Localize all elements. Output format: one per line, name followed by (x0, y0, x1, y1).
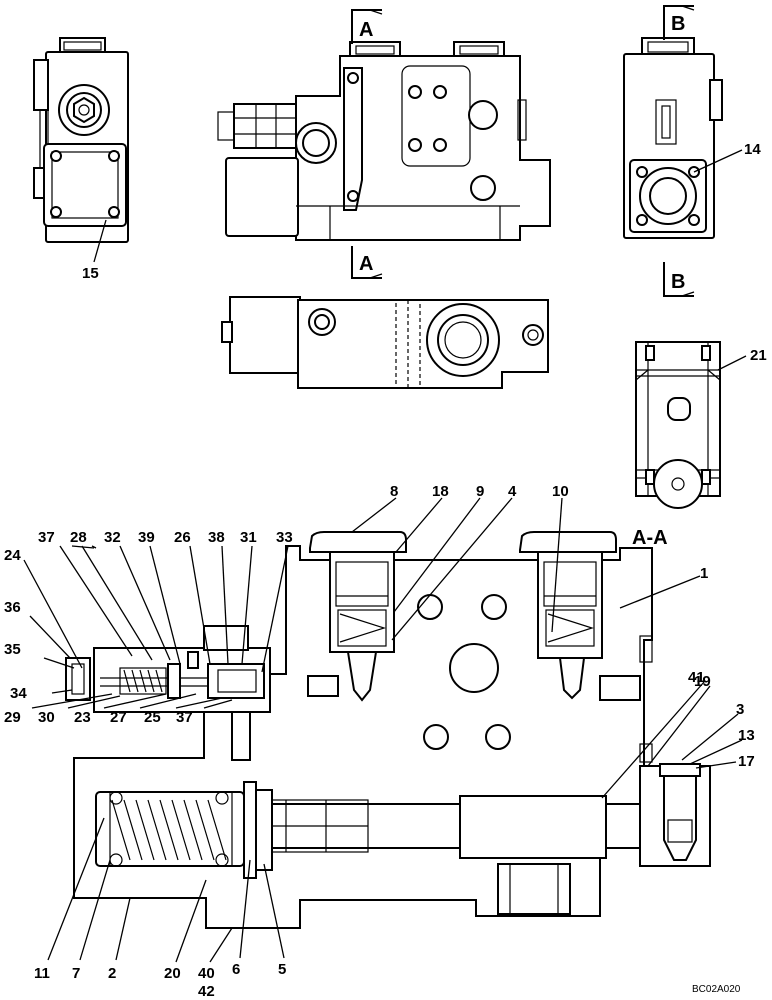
section-label-b-bottom: B (671, 271, 685, 293)
callout-27: 27 (110, 709, 127, 726)
callout-40: 40 (198, 965, 215, 982)
callout-42: 42 (198, 983, 215, 1000)
callout-31: 31 (240, 529, 257, 546)
section-label-a-top: A (359, 19, 373, 41)
side-view-right (623, 37, 743, 239)
callout-41: 41 (688, 669, 705, 686)
callout-33: 33 (276, 529, 293, 546)
callout-24: 24 (4, 547, 21, 564)
callout-labels: 15 14 21 8 18 9 4 10 1 37 28 32 39 26 38… (4, 141, 767, 1000)
side-view-left (33, 37, 129, 263)
callout-38: 38 (208, 529, 225, 546)
callout-37-top: 37 (38, 529, 55, 546)
callout-9: 9 (476, 483, 484, 500)
callout-36: 36 (4, 599, 21, 616)
callout-18: 18 (432, 483, 449, 500)
callout-37-bottom: 37 (176, 709, 193, 726)
callout-8: 8 (390, 483, 398, 500)
callout-14: 14 (744, 141, 761, 158)
callout-15: 15 (82, 265, 99, 282)
callout-1: 1 (700, 565, 708, 582)
callout-19: 19 (694, 673, 711, 690)
callout-23: 23 (74, 709, 91, 726)
front-view-center (217, 41, 551, 241)
plan-view-center (221, 296, 549, 389)
section-label-a-bottom: A (359, 253, 373, 275)
callout-11: 11 (34, 965, 50, 982)
callout-3: 3 (736, 701, 744, 718)
section-view-title: A-A (632, 527, 668, 549)
section-label-b-top: B (671, 13, 685, 35)
leader-lines (23, 497, 743, 963)
callout-6: 6 (232, 961, 240, 978)
callout-2: 2 (108, 965, 116, 982)
callout-34: 34 (10, 685, 27, 702)
callout-26: 26 (174, 529, 191, 546)
callout-35: 35 (4, 641, 21, 658)
drawing-code: BC02A020 (692, 984, 741, 995)
callout-13: 13 (738, 727, 755, 744)
section-view-aa (635, 341, 747, 509)
callout-17: 17 (738, 753, 755, 770)
callout-5: 5 (278, 961, 286, 978)
callout-29: 29 (4, 709, 21, 726)
callout-21: 21 (750, 347, 767, 364)
callout-30: 30 (38, 709, 55, 726)
callout-28: 28 (70, 529, 87, 546)
section-markers: A A B B A-A (351, 5, 695, 549)
callout-32: 32 (104, 529, 121, 546)
callout-4: 4 (508, 483, 517, 500)
callout-39: 39 (138, 529, 155, 546)
callout-10: 10 (552, 483, 569, 500)
callout-20: 20 (164, 965, 181, 982)
callout-25: 25 (144, 709, 161, 726)
callout-7: 7 (72, 965, 80, 982)
main-section-view (65, 531, 711, 929)
